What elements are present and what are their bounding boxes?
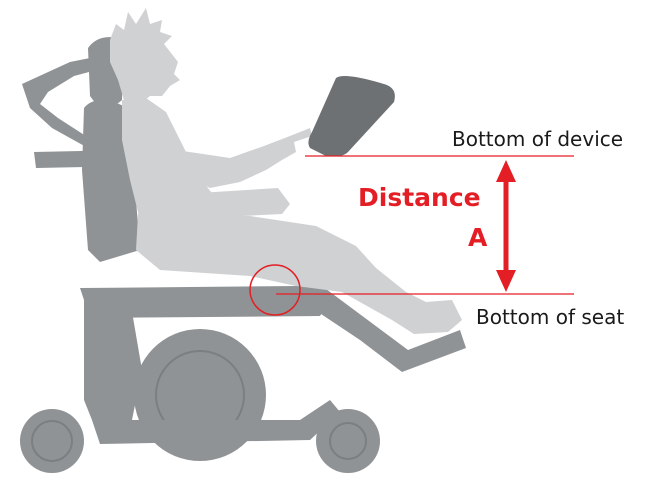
rear-caster-hub <box>329 422 367 460</box>
distance-a-label: A <box>468 223 488 252</box>
wheelchair-icon <box>20 37 466 473</box>
person-arm <box>176 128 312 188</box>
person-head <box>110 8 180 104</box>
lower-frame <box>92 400 340 444</box>
seat-edge-highlight-icon <box>249 264 301 316</box>
footrest-leg <box>300 280 466 372</box>
distance-arrow-icon <box>496 160 516 292</box>
seat-base <box>80 286 330 318</box>
tablet-device-icon <box>308 76 395 157</box>
person-icon <box>110 8 462 334</box>
rear-caster <box>316 409 380 473</box>
person-leg <box>136 214 462 334</box>
front-caster-hub <box>31 420 73 462</box>
distance-label: Distance <box>358 183 481 212</box>
head-support-arm <box>22 56 104 148</box>
front-caster <box>20 409 84 473</box>
chair-body <box>84 300 142 430</box>
bottom-of-seat-label: Bottom of seat <box>476 305 625 329</box>
person-forearm <box>150 188 290 220</box>
bottom-of-device-label: Bottom of device <box>452 127 624 151</box>
armrest <box>34 150 132 168</box>
